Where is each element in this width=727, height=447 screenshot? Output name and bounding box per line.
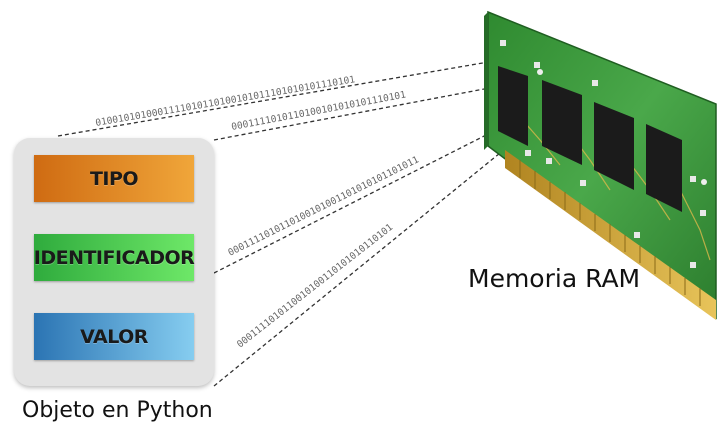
python-object-box: TIPO IDENTIFICADOR VALOR (14, 138, 214, 386)
field-tipo: TIPO (34, 155, 194, 202)
field-valor: VALOR (34, 313, 194, 360)
object-caption: Objeto en Python (22, 398, 213, 423)
memory-chip (594, 102, 634, 190)
binary-stream-1: 0100101010001111010110100101011101010101… (95, 74, 357, 129)
contact-pins (519, 160, 701, 306)
memory-chip (498, 66, 528, 146)
smd-components (500, 40, 706, 268)
binary-stream-3: 0001111010110100101001101010101101011 (226, 154, 421, 258)
connector-line (213, 127, 501, 274)
ram-caption: Memoria RAM (468, 264, 641, 293)
ram-module (484, 10, 717, 320)
memory-chip (646, 124, 682, 212)
mounting-hole (537, 69, 543, 75)
connector-line (213, 152, 501, 387)
mounting-hole (701, 179, 707, 185)
memory-chip (542, 80, 582, 165)
field-identificador: IDENTIFICADOR (34, 234, 195, 281)
memory-chips (498, 66, 682, 212)
connector-line (57, 59, 501, 137)
ram-board-edge (484, 12, 488, 150)
